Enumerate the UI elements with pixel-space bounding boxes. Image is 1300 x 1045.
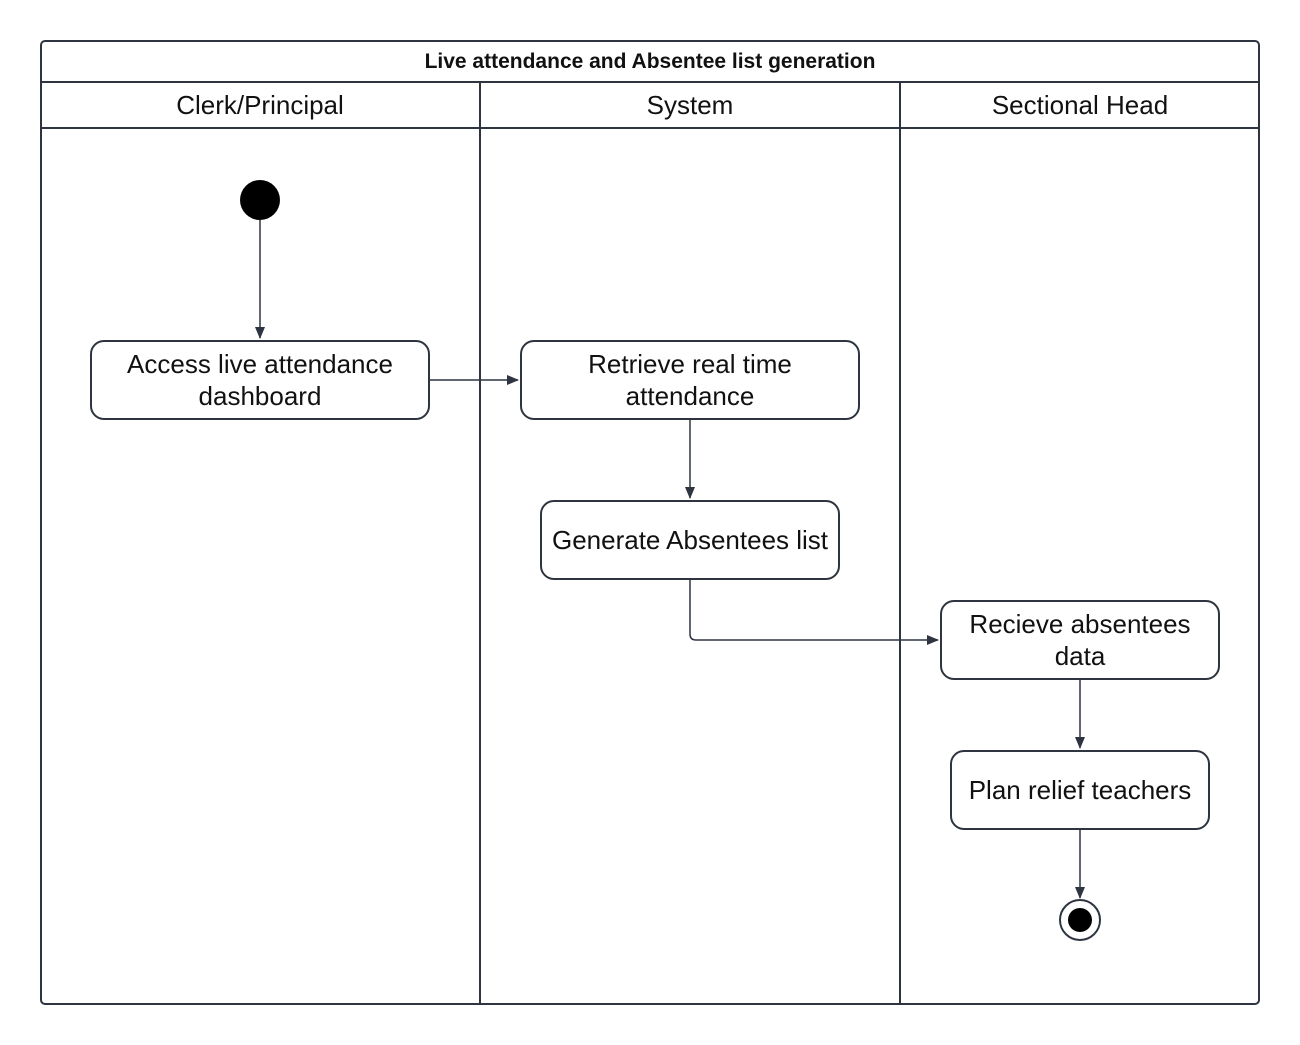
swimlane-frame — [40, 40, 1260, 1005]
action-generate-absentees-list[interactable]: Generate Absentees list — [540, 500, 840, 580]
title-divider — [40, 81, 1260, 83]
action-access-dashboard[interactable]: Access live attendance dashboard — [90, 340, 430, 420]
action-label: Generate Absentees list — [551, 525, 829, 555]
diagram-title: Live attendance and Absentee list genera… — [424, 50, 876, 73]
lane-divider-1 — [479, 82, 481, 1005]
action-plan-relief-teachers[interactable]: Plan relief teachers — [950, 750, 1210, 830]
lane-header-sectional-head: Sectional Head — [991, 90, 1169, 120]
lane-header-system: System — [646, 90, 734, 120]
action-retrieve-attendance[interactable]: Retrieve real time attendance — [520, 340, 860, 420]
lane-divider-2 — [899, 82, 901, 1005]
action-receive-absentees-data[interactable]: Recieve absentees data — [940, 600, 1220, 680]
final-node-dot — [1068, 908, 1092, 932]
initial-node — [240, 180, 280, 220]
action-label: Plan relief teachers — [968, 775, 1192, 805]
action-label: Access live attendance dashboard — [127, 349, 393, 411]
final-node — [1059, 899, 1101, 941]
lane-header-clerk: Clerk/Principal — [176, 90, 344, 120]
action-label: Retrieve real time attendance — [588, 349, 792, 411]
header-divider — [40, 127, 1260, 129]
action-label: Recieve absentees data — [969, 609, 1191, 671]
